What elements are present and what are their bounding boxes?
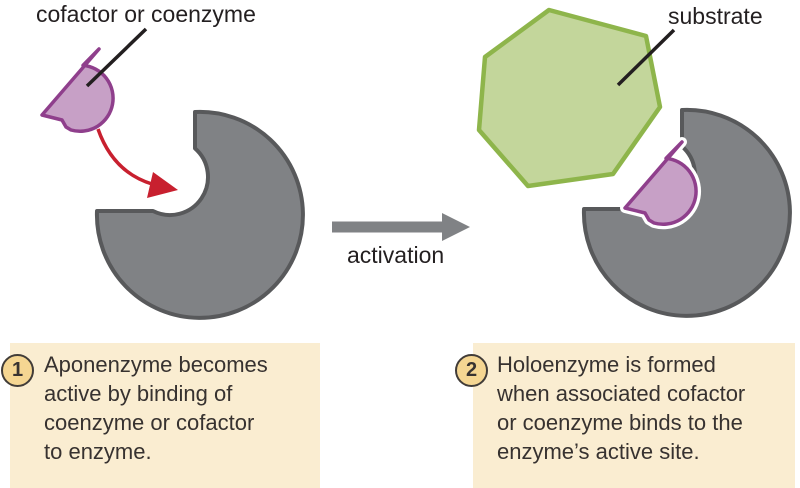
- bound-cofactor-shape: [623, 140, 698, 227]
- activation-arrow-head: [442, 213, 470, 241]
- substrate-shape: [476, 7, 663, 189]
- activation-arrow-shaft: [332, 221, 444, 233]
- caption-text-2: Holoenzyme is formed when associated cof…: [497, 352, 746, 464]
- step-1-badge: 1: [1, 354, 34, 387]
- cofactor-leader-line: [85, 27, 148, 88]
- apoenzyme-shape: [94, 109, 305, 320]
- substrate-leader-line: [616, 28, 676, 87]
- caption-text-1: Aponenzyme becomes active by binding of …: [44, 352, 268, 464]
- diagram-artwork: [40, 7, 792, 320]
- binding-arrow-head: [147, 172, 178, 198]
- caption-box-2: [473, 343, 795, 488]
- binding-arrow-curve: [96, 128, 153, 186]
- caption-box-1: [10, 343, 320, 488]
- activation-label: activation: [347, 242, 445, 268]
- cofactor-shape: [40, 47, 115, 134]
- step-2-badge: 2: [455, 354, 488, 387]
- substrate-label: substrate: [668, 3, 763, 29]
- cofactor-label: cofactor or coenzyme: [36, 1, 256, 27]
